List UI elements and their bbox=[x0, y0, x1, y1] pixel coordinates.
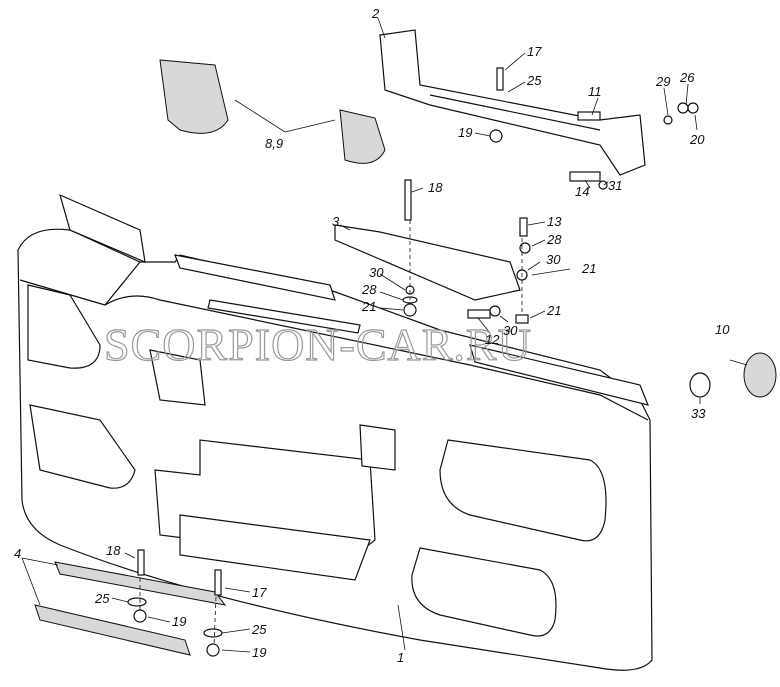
corner-panel-upper bbox=[159, 59, 229, 134]
label-3: 3 bbox=[332, 214, 340, 229]
label-33: 33 bbox=[691, 406, 706, 421]
label-21: 21 bbox=[581, 261, 596, 276]
label-19: 19 bbox=[252, 645, 266, 660]
label-28: 28 bbox=[361, 282, 377, 297]
label-30: 30 bbox=[369, 265, 384, 280]
upper-bracket bbox=[379, 29, 646, 176]
grille-strip-lower bbox=[34, 604, 191, 656]
label-18: 18 bbox=[106, 543, 121, 558]
corner-panel-lower bbox=[339, 109, 386, 164]
label-10: 10 bbox=[715, 322, 730, 337]
label-17: 17 bbox=[252, 585, 267, 600]
label-30: 30 bbox=[503, 323, 518, 338]
label-29: 29 bbox=[655, 74, 670, 89]
label-8-9: 8,9 bbox=[265, 136, 283, 151]
label-20: 20 bbox=[689, 132, 705, 147]
label-17: 17 bbox=[527, 44, 542, 59]
label-18: 18 bbox=[428, 180, 443, 195]
label-2: 2 bbox=[371, 6, 380, 21]
label-26: 26 bbox=[679, 70, 695, 85]
label-19: 19 bbox=[458, 125, 472, 140]
leader-lines bbox=[21, 17, 748, 653]
label-31: 31 bbox=[608, 178, 622, 193]
fasteners bbox=[127, 67, 699, 657]
label-25: 25 bbox=[251, 622, 267, 637]
label-25: 25 bbox=[94, 591, 110, 606]
label-14: 14 bbox=[575, 184, 589, 199]
label-21: 21 bbox=[361, 299, 376, 314]
grille-strip-upper bbox=[54, 561, 227, 606]
watermark: SCORPION-CAR.RU bbox=[104, 319, 532, 370]
callout-labels: 2 17 25 11 29 26 20 8,9 19 14 31 18 3 13… bbox=[14, 6, 730, 665]
label-1: 1 bbox=[397, 650, 404, 665]
middle-bracket bbox=[334, 224, 521, 301]
label-13: 13 bbox=[547, 214, 562, 229]
bumper-body bbox=[17, 193, 653, 671]
label-28: 28 bbox=[546, 232, 562, 247]
washer-33 bbox=[689, 372, 711, 398]
label-11: 11 bbox=[588, 84, 602, 99]
label-25: 25 bbox=[526, 73, 542, 88]
label-12: 12 bbox=[485, 332, 500, 347]
label-21: 21 bbox=[546, 303, 561, 318]
plug-cap bbox=[743, 352, 777, 398]
label-30: 30 bbox=[546, 252, 561, 267]
label-4: 4 bbox=[14, 546, 21, 561]
label-19: 19 bbox=[172, 614, 186, 629]
